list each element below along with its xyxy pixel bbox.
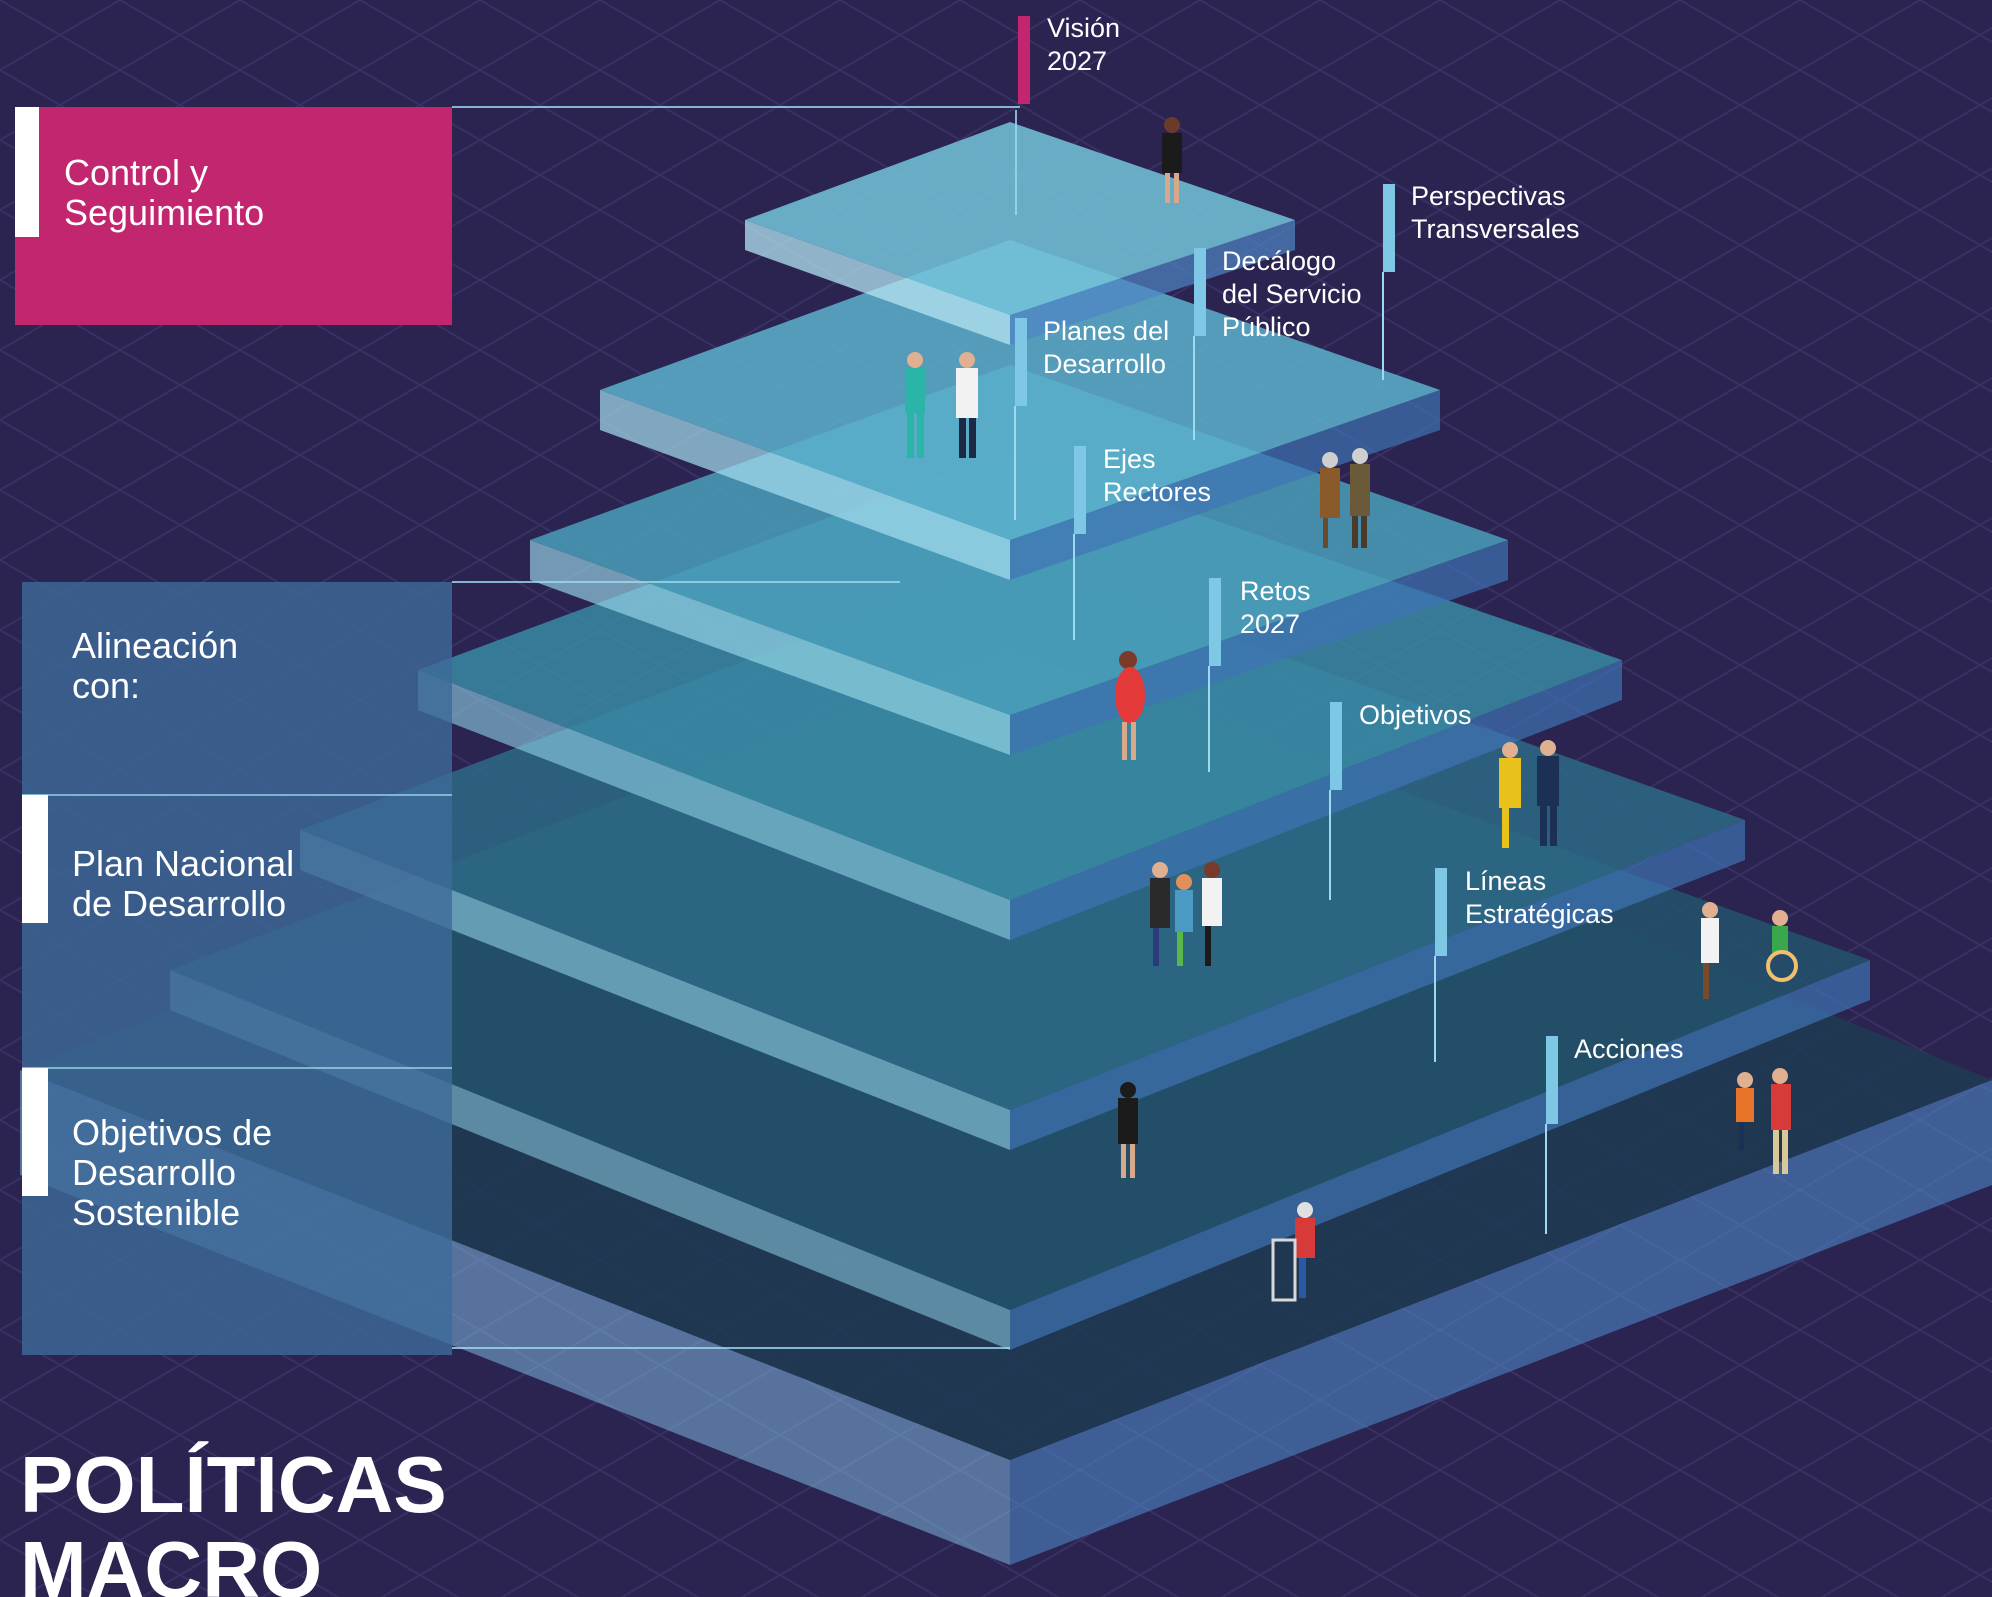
label-vision-line1: Visión (1047, 13, 1120, 43)
alineacion-line1: Alineación (72, 625, 238, 666)
title-line2: MACRO (20, 1525, 322, 1597)
marker-vision (1018, 16, 1030, 104)
page-title: POLÍTICAS MACRO (20, 1440, 447, 1597)
marker-planes (1014, 318, 1027, 520)
label-ejes-line2: Rectores (1103, 477, 1211, 507)
label-planes-line2: Desarrollo (1043, 349, 1166, 379)
label-lineas-line2: Estratégicas (1465, 899, 1614, 929)
alineacion-line2: con: (72, 665, 140, 706)
firefighter-police-icon (1499, 740, 1559, 848)
label-retos-line1: Retos (1240, 576, 1311, 606)
elderly-couple-icon (1320, 448, 1370, 548)
wheelchair-icon (1701, 902, 1798, 999)
marker-objetivos (1329, 702, 1342, 900)
marker-retos (1208, 578, 1221, 772)
pyramid-level-7 (745, 122, 1295, 345)
elderly-walker-icon (1271, 1202, 1315, 1302)
label-decalogo-line1: Decálogo (1222, 246, 1336, 276)
label-vision-line2: 2027 (1047, 46, 1107, 76)
marker-lineas (1434, 868, 1447, 1062)
label-perspectivas-line1: Perspectivas (1411, 181, 1566, 211)
plan-line2: de Desarrollo (72, 883, 286, 924)
child-adult-icon (1736, 1068, 1791, 1174)
pregnant-woman-icon (1115, 651, 1145, 760)
person-figures (905, 117, 1798, 1302)
marker-decalogo (1193, 248, 1206, 440)
control-line1: Control y (64, 152, 208, 193)
control-line2: Seguimiento (64, 192, 264, 233)
label-ejes-line1: Ejes (1103, 444, 1156, 474)
label-objetivos: Objetivos (1359, 700, 1472, 730)
label-decalogo-line2: del Servicio (1222, 279, 1362, 309)
ods-line3: Sostenible (72, 1192, 240, 1233)
control-panel: Control y Seguimiento (15, 107, 452, 325)
marker-ejes (1073, 446, 1086, 640)
plan-line1: Plan Nacional (72, 843, 294, 884)
label-lineas-line1: Líneas (1465, 866, 1546, 896)
label-perspectivas-line2: Transversales (1411, 214, 1580, 244)
family-group-icon (1150, 862, 1222, 966)
label-decalogo-line3: Público (1222, 312, 1311, 342)
doctor-icon (956, 352, 978, 458)
woman-walking-icon (1118, 1082, 1138, 1178)
nurse-icon (905, 352, 925, 458)
title-line1: POLÍTICAS (20, 1440, 447, 1529)
label-retos-line2: 2027 (1240, 609, 1300, 639)
ods-line2: Desarrollo (72, 1152, 236, 1193)
person-icon (1162, 117, 1182, 203)
marker-perspectivas (1382, 184, 1395, 380)
marker-acciones (1545, 1036, 1558, 1234)
ods-line1: Objetivos de (72, 1112, 272, 1153)
label-acciones: Acciones (1574, 1034, 1684, 1064)
label-planes-line1: Planes del (1043, 316, 1169, 346)
alignment-panel: Alineación con: Plan Nacional de Desarro… (22, 582, 452, 1355)
